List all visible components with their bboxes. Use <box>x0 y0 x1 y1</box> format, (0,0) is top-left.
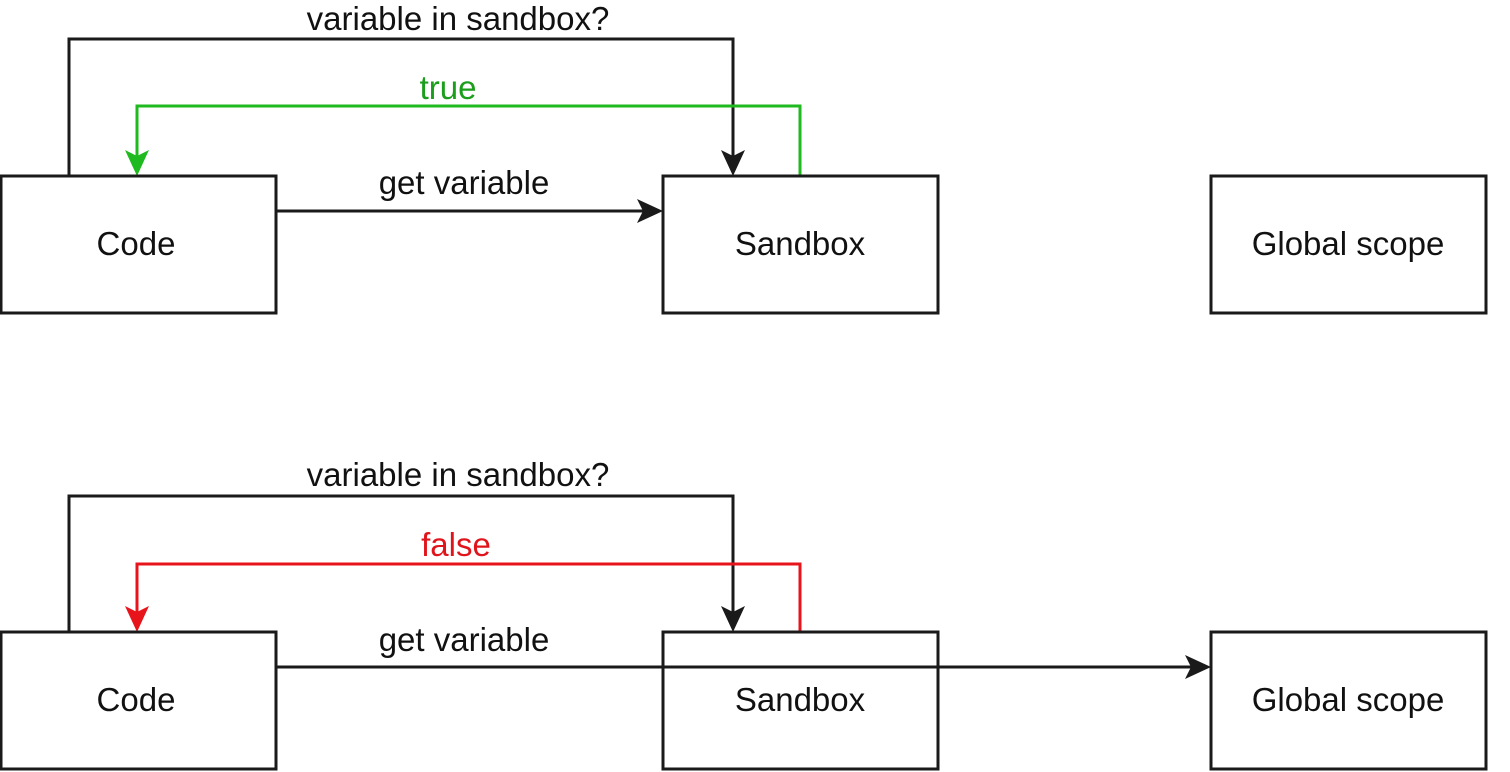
top-get-arrowhead <box>637 199 663 223</box>
bottom-result-arrowhead <box>125 606 149 632</box>
bottom-get-arrowhead <box>1185 655 1211 679</box>
top-code-box <box>0 174 278 315</box>
bottom-query-label: variable in sandbox? <box>307 456 610 493</box>
top-result-label: true <box>420 69 477 106</box>
bottom-global-scope-label: Global scope <box>1252 681 1445 718</box>
top-query-arrowhead <box>721 150 745 176</box>
bottom-flow: Code Sandbox Global scope variable in sa… <box>0 456 1488 771</box>
bottom-sandbox-label: Sandbox <box>735 681 866 718</box>
bottom-result-edge <box>135 562 802 632</box>
bottom-global-scope-box <box>1209 630 1488 771</box>
top-get-label: get variable <box>379 164 550 201</box>
top-result-arrowhead <box>125 150 149 176</box>
top-result-edge <box>135 104 802 176</box>
top-query-edge <box>67 37 735 176</box>
top-sandbox-box <box>661 174 940 315</box>
top-global-scope-label: Global scope <box>1252 225 1445 262</box>
bottom-sandbox-box <box>661 630 940 771</box>
top-global-scope-box <box>1209 174 1488 315</box>
top-query-label: variable in sandbox? <box>307 0 610 37</box>
top-flow: Code Sandbox Global scope variable in sa… <box>0 0 1488 315</box>
bottom-code-label: Code <box>97 681 176 718</box>
top-code-label: Code <box>97 225 176 262</box>
bottom-result-label: false <box>421 526 491 563</box>
bottom-query-arrowhead <box>721 606 745 632</box>
bottom-code-box <box>0 630 278 771</box>
bottom-query-edge <box>67 494 735 632</box>
top-sandbox-label: Sandbox <box>735 225 866 262</box>
bottom-get-label: get variable <box>379 621 550 658</box>
